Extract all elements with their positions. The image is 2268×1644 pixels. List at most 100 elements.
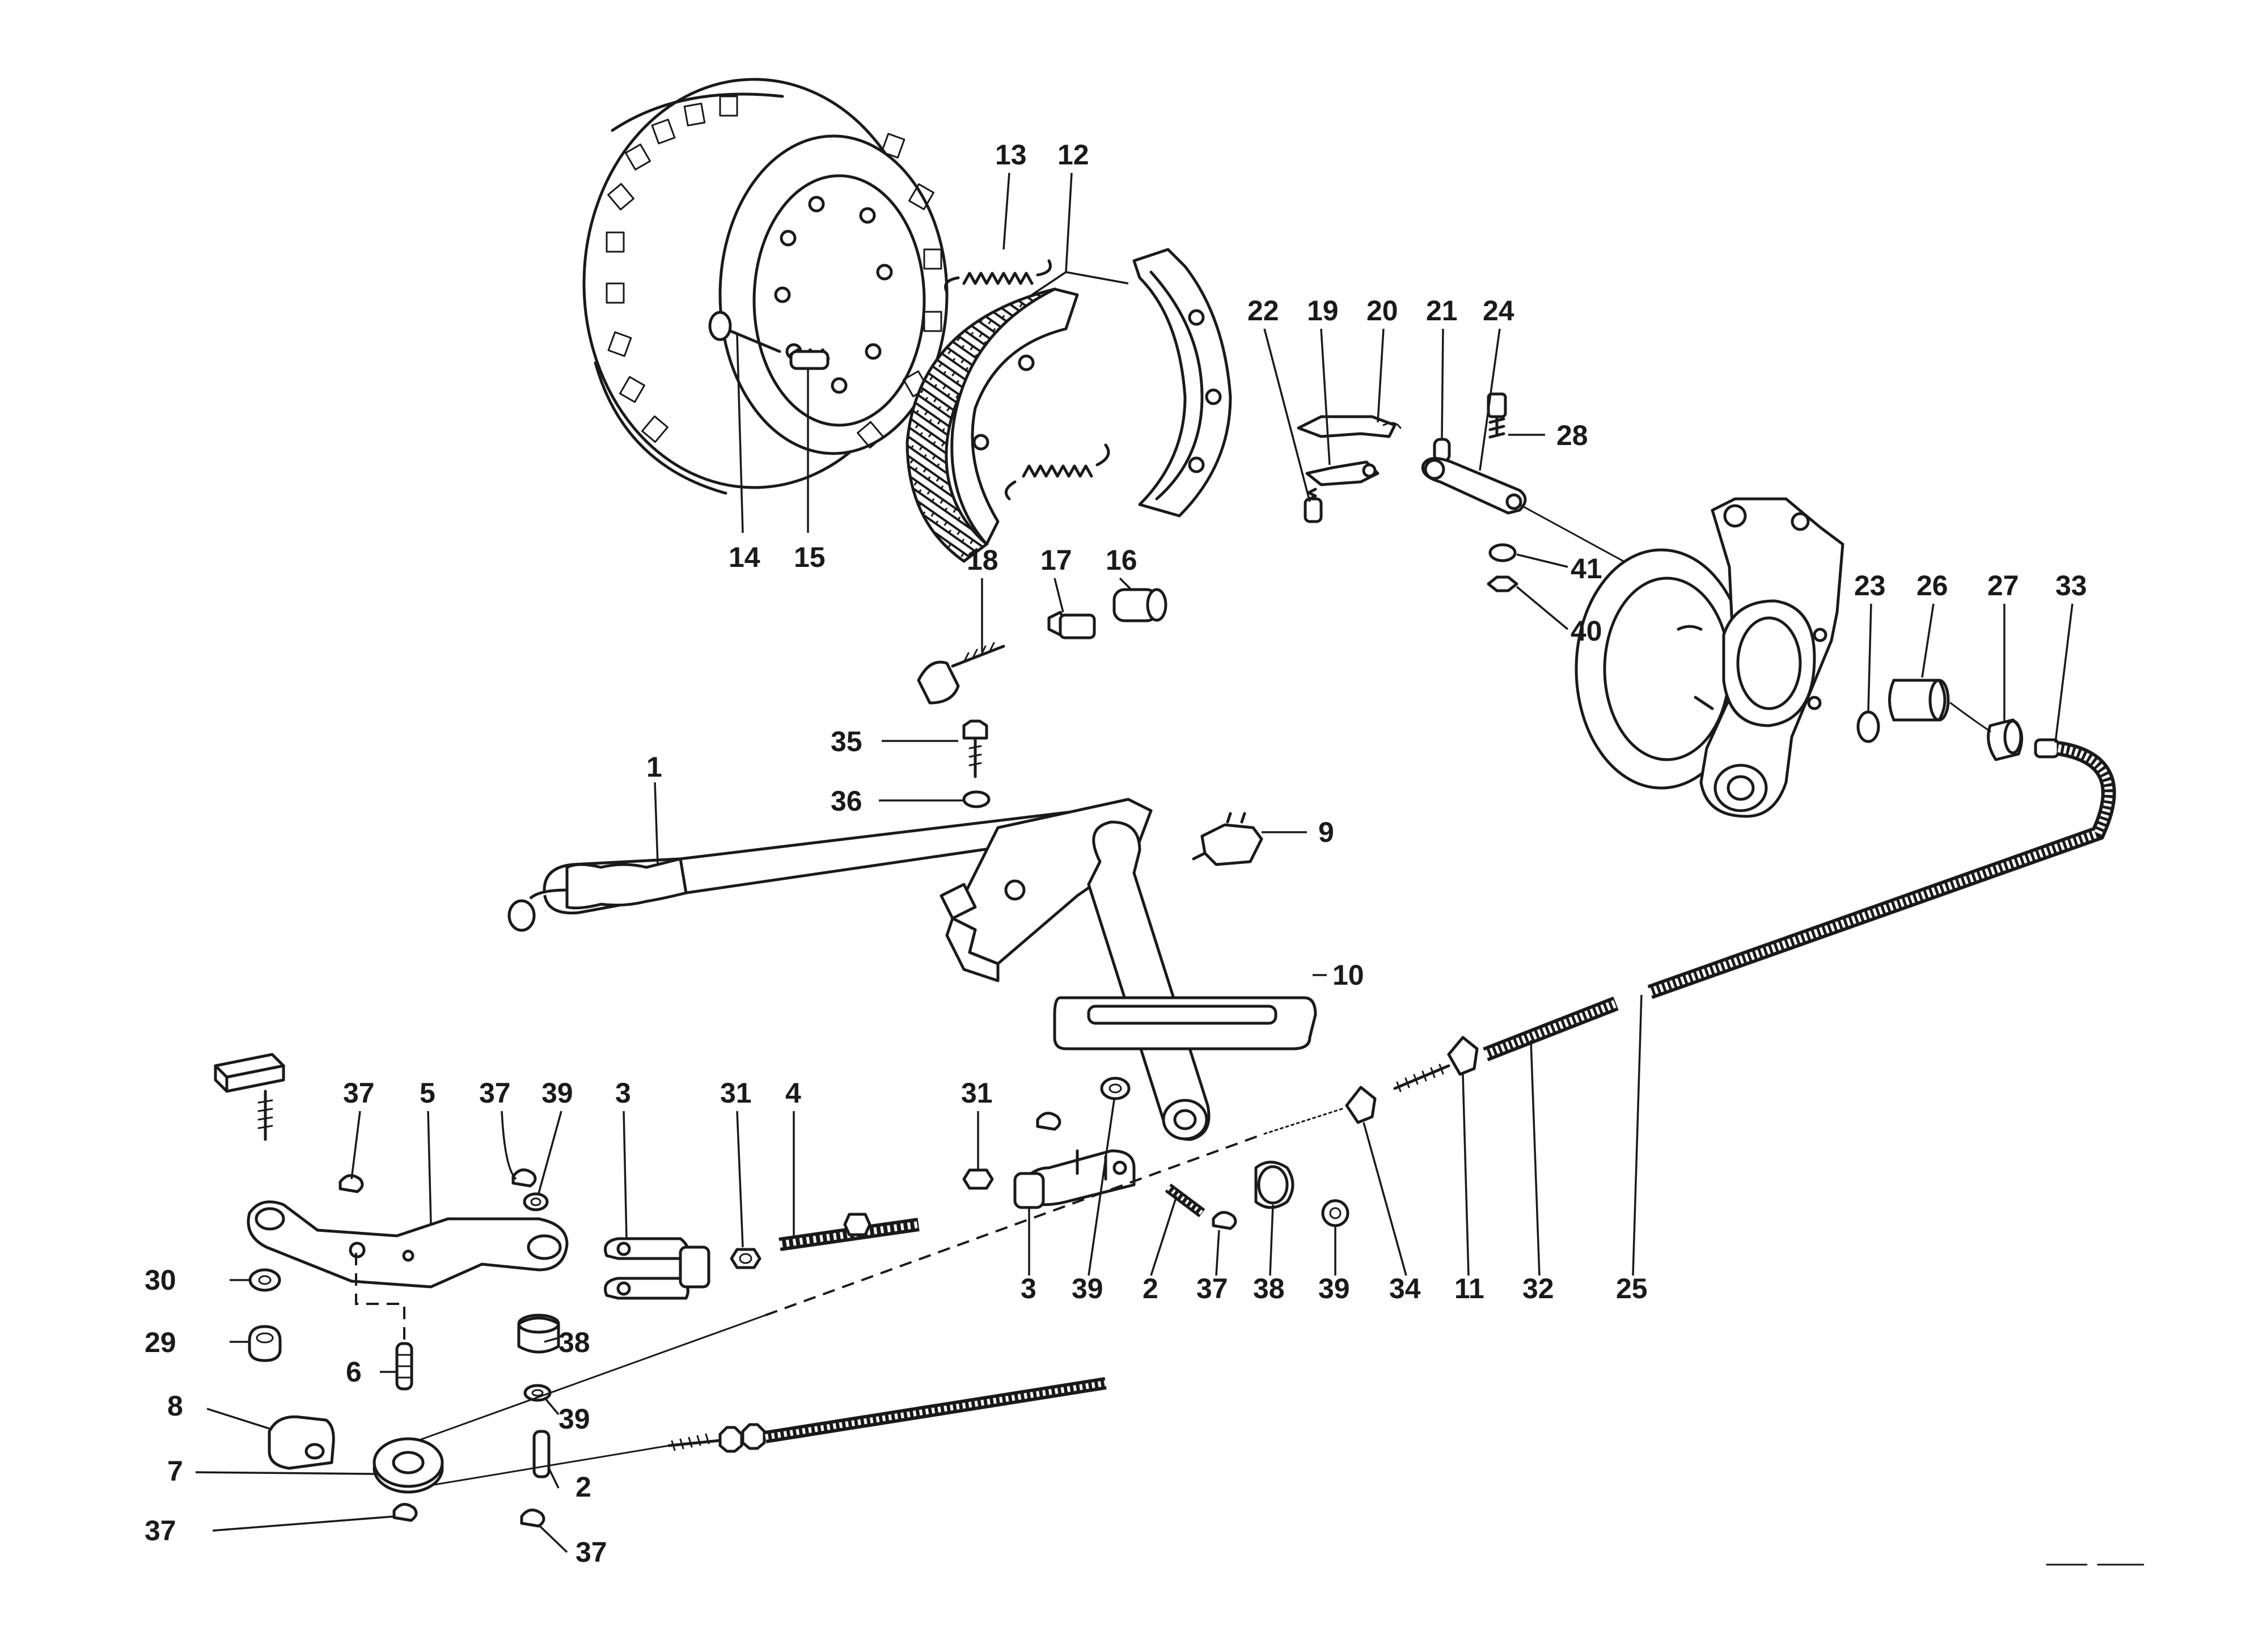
callout-37-e: 37 bbox=[576, 1536, 607, 1568]
nut-29 bbox=[248, 1325, 282, 1362]
callout-23: 23 bbox=[1854, 570, 1886, 601]
callout-24: 24 bbox=[1483, 295, 1514, 327]
callout-30: 30 bbox=[145, 1264, 176, 1296]
callout-27: 27 bbox=[1987, 570, 2019, 601]
rubber-gaiter bbox=[1053, 996, 1317, 1050]
cable-wire-right bbox=[1263, 1107, 1345, 1135]
callout-13: 13 bbox=[995, 139, 1027, 171]
callout-22: 22 bbox=[1247, 295, 1279, 327]
bush-38-b bbox=[517, 1313, 560, 1354]
callout-4: 4 bbox=[785, 1077, 801, 1109]
callout-37-c: 37 bbox=[1196, 1273, 1228, 1304]
callout-11: 11 bbox=[1454, 1273, 1484, 1304]
callout-labels: 13 12 14 15 18 17 16 22 19 20 21 24 28 4… bbox=[145, 139, 2087, 1568]
callout-34: 34 bbox=[1389, 1273, 1421, 1304]
callout-17: 17 bbox=[1040, 544, 1072, 576]
callout-32: 32 bbox=[1522, 1273, 1554, 1304]
callout-28: 28 bbox=[1556, 420, 1588, 451]
cable-front bbox=[418, 1133, 1265, 1486]
callout-10: 10 bbox=[1332, 959, 1364, 991]
shoe-return-spring-upper bbox=[944, 259, 1052, 294]
nut bbox=[1487, 575, 1518, 592]
callout-18: 18 bbox=[967, 544, 998, 576]
warning-switch bbox=[1192, 812, 1263, 866]
adjuster-sleeve bbox=[1112, 588, 1167, 622]
callout-5: 5 bbox=[420, 1077, 435, 1109]
shoe-return-spring-lower bbox=[1004, 443, 1110, 501]
callout-31-a: 31 bbox=[720, 1077, 752, 1109]
brake-drum-disc bbox=[582, 78, 949, 495]
grommet bbox=[1987, 718, 2024, 761]
pin-2-lower bbox=[532, 1430, 551, 1478]
lever-stop-bracket bbox=[940, 883, 977, 920]
washer-small-a bbox=[523, 1192, 549, 1211]
callout-38-b: 38 bbox=[558, 1327, 590, 1358]
callout-8: 8 bbox=[167, 1390, 183, 1422]
clevis-left bbox=[604, 1237, 710, 1300]
callout-37-a: 37 bbox=[343, 1077, 375, 1109]
bleed-screw bbox=[1487, 392, 1507, 439]
callout-2-b: 2 bbox=[576, 1471, 591, 1503]
callout-26: 26 bbox=[1916, 570, 1948, 601]
pivot-pin-6 bbox=[395, 1342, 413, 1391]
callout-41: 41 bbox=[1571, 553, 1602, 584]
callout-37-d: 37 bbox=[145, 1515, 176, 1546]
washer bbox=[1488, 543, 1517, 562]
callout-38-a: 38 bbox=[1253, 1273, 1285, 1304]
callout-7: 7 bbox=[167, 1455, 183, 1487]
nut-31-left bbox=[730, 1248, 761, 1269]
adjuster-screw bbox=[917, 642, 1005, 705]
pulley bbox=[373, 1437, 444, 1494]
clevis-right bbox=[1013, 1149, 1136, 1209]
callout-3-b: 3 bbox=[1021, 1273, 1036, 1304]
lever-bracket bbox=[945, 798, 1211, 1141]
retaining-clip bbox=[1297, 415, 1402, 438]
callout-40: 40 bbox=[1571, 615, 1602, 647]
cotter-clip-4 bbox=[392, 1503, 418, 1522]
callout-9: 9 bbox=[1318, 816, 1334, 848]
callout-39-c: 39 bbox=[1318, 1273, 1350, 1304]
cable-clamp-block bbox=[268, 1415, 335, 1470]
clevis-pin bbox=[1165, 1183, 1205, 1218]
cotter-clip-5 bbox=[520, 1509, 545, 1528]
callout-19: 19 bbox=[1307, 295, 1339, 327]
callout-36: 36 bbox=[831, 785, 862, 817]
callout-21: 21 bbox=[1426, 295, 1458, 327]
callout-12: 12 bbox=[1057, 139, 1089, 171]
caliper-lever bbox=[1421, 457, 1527, 515]
cotter-clip-2 bbox=[511, 1168, 537, 1188]
brake-shoe-left bbox=[905, 287, 1079, 563]
brake-shoe-right bbox=[1132, 248, 1232, 518]
cotter-clip-3 bbox=[1212, 1211, 1237, 1230]
callout-14: 14 bbox=[729, 541, 760, 573]
washer-39-b bbox=[1100, 1077, 1131, 1100]
cable-sheath-long bbox=[1647, 741, 2116, 999]
callout-31-b: 31 bbox=[961, 1077, 993, 1109]
lever-plate bbox=[1305, 460, 1380, 486]
callout-35: 35 bbox=[831, 726, 862, 757]
wheel-stud bbox=[708, 311, 781, 353]
cable-link bbox=[1949, 702, 1991, 732]
bush-38-a bbox=[1254, 1160, 1294, 1209]
nut-31-right bbox=[962, 1168, 994, 1190]
leader-lines bbox=[195, 172, 2074, 1553]
callout-39-b: 39 bbox=[1072, 1273, 1103, 1304]
callout-39-a: 39 bbox=[541, 1077, 573, 1109]
callout-16: 16 bbox=[1106, 544, 1137, 576]
cable-adjust-nut bbox=[1447, 1036, 1479, 1076]
adjuster-rod bbox=[778, 1213, 920, 1251]
spacer-ring bbox=[1856, 710, 1880, 743]
washer-bolt bbox=[962, 790, 991, 808]
clevis-clip bbox=[1036, 1112, 1061, 1131]
stud-spring bbox=[789, 348, 830, 370]
callout-33: 33 bbox=[2055, 570, 2087, 601]
callout-1: 1 bbox=[646, 751, 662, 783]
cable-sheath-tube bbox=[1483, 996, 1619, 1062]
callout-29: 29 bbox=[145, 1327, 176, 1358]
callout-6: 6 bbox=[346, 1356, 362, 1388]
equalizer-arm bbox=[247, 1200, 569, 1289]
callout-39-d: 39 bbox=[558, 1403, 590, 1435]
callout-25: 25 bbox=[1616, 1273, 1648, 1304]
callout-3-a: 3 bbox=[615, 1077, 631, 1109]
